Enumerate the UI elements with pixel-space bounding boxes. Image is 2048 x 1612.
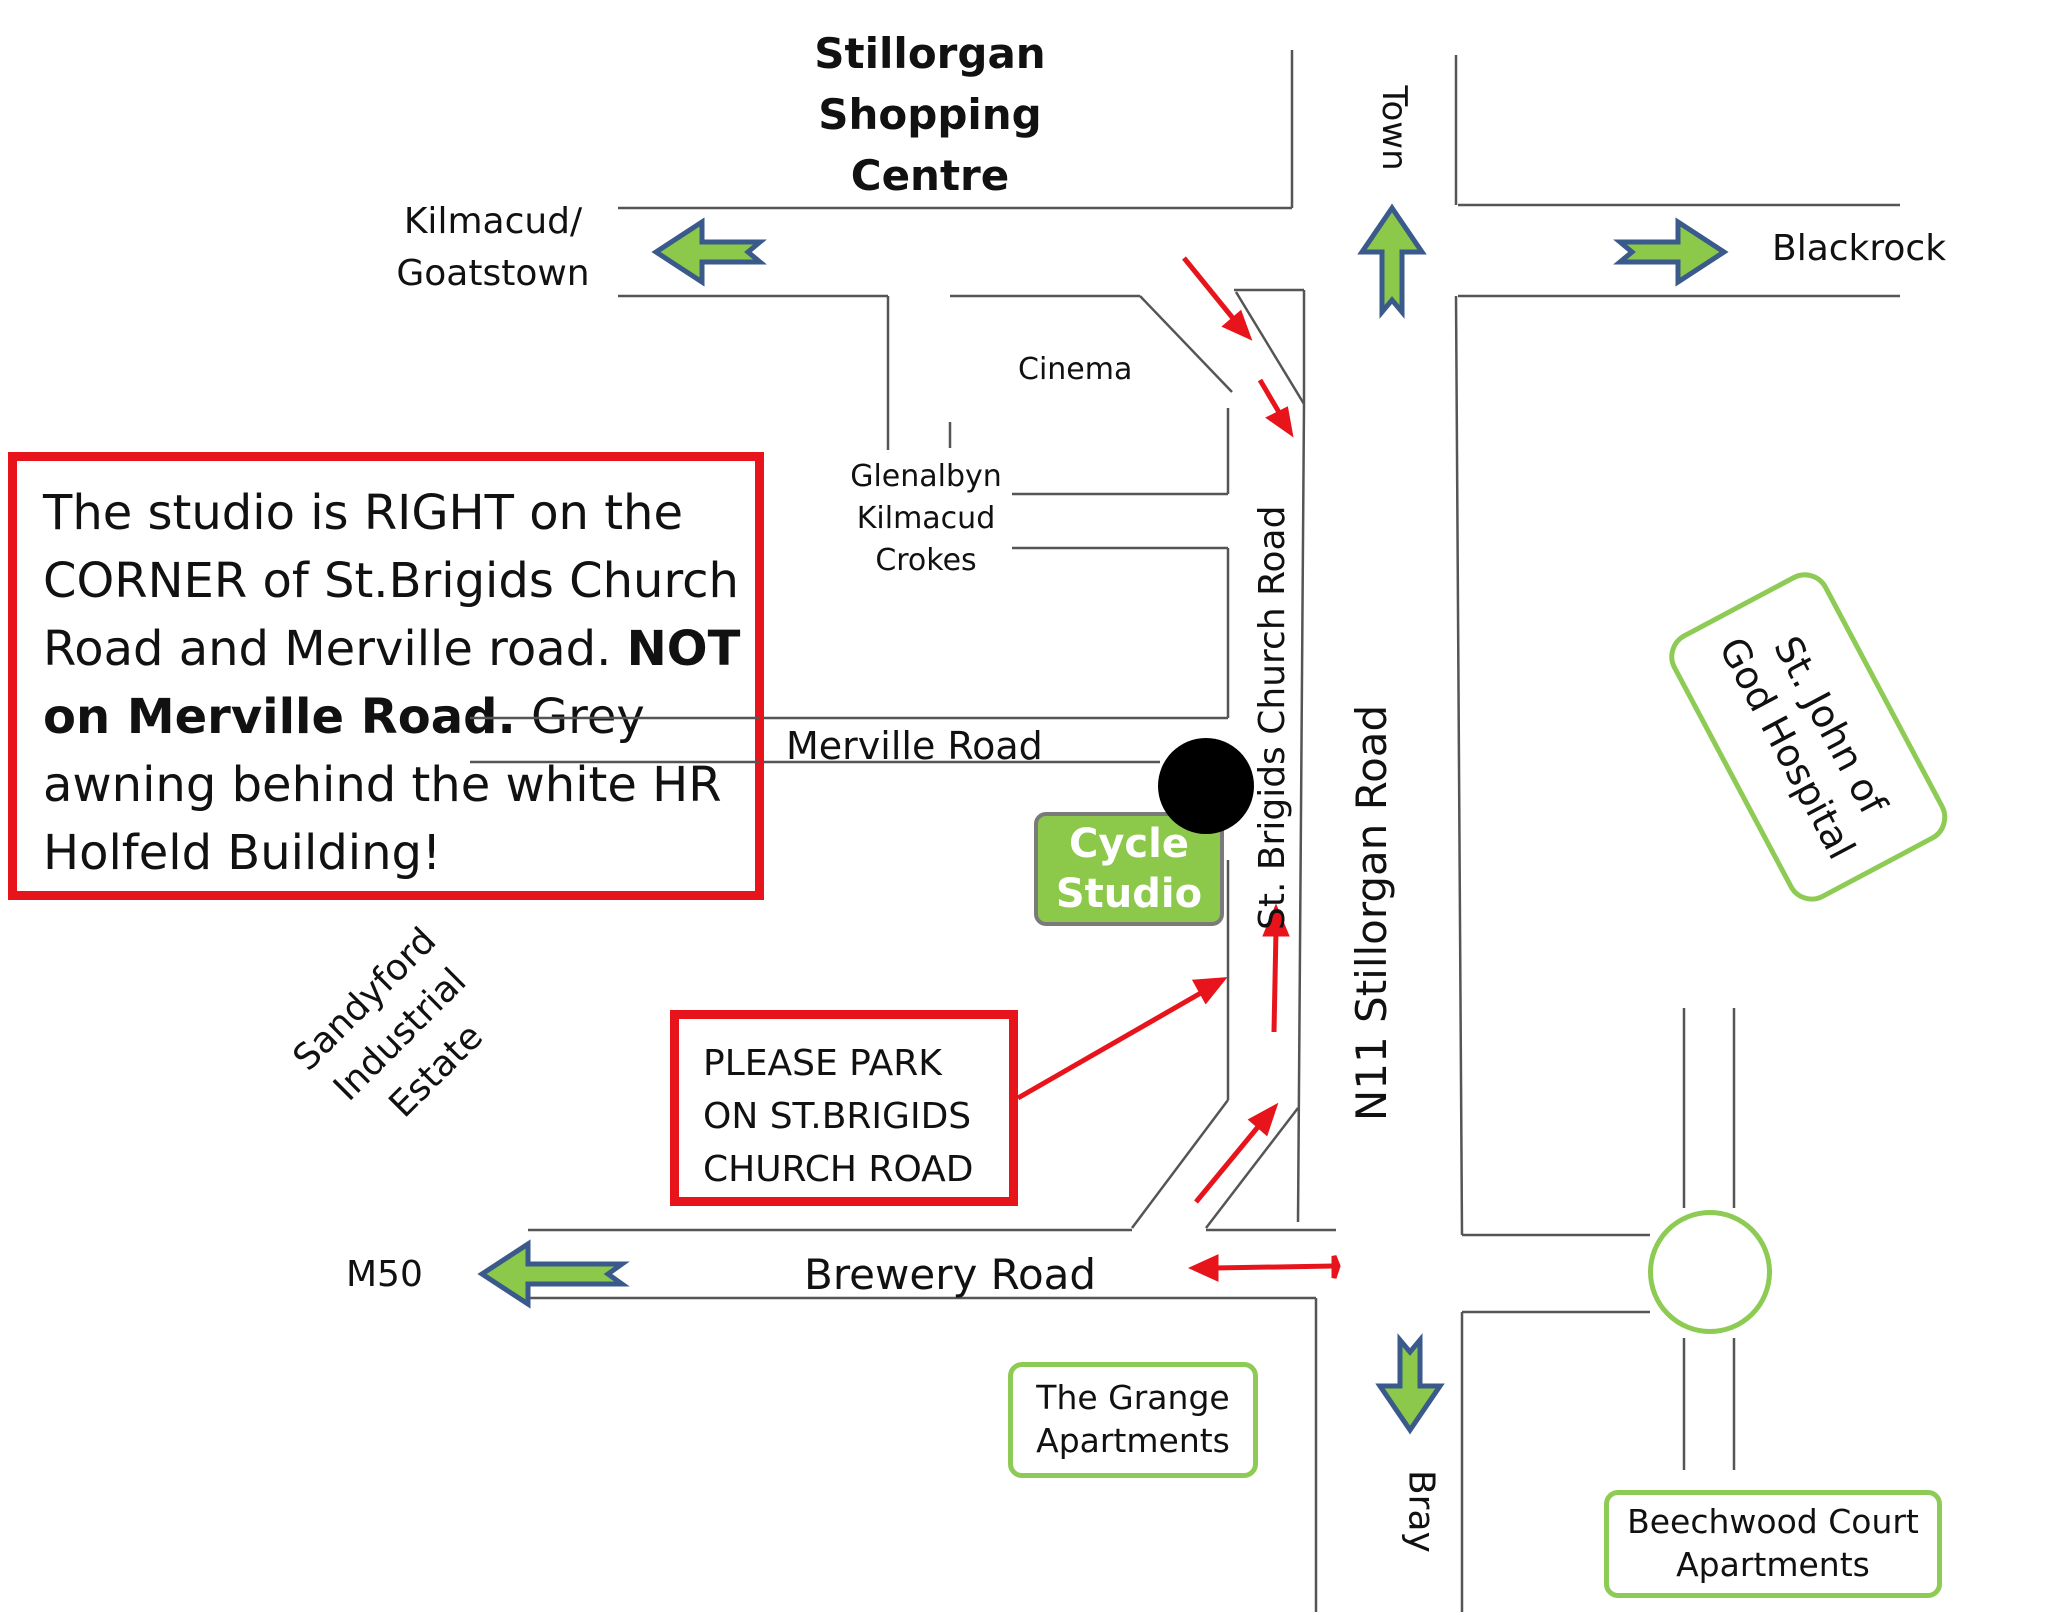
- notice-line6: Holfeld Building!: [43, 825, 442, 881]
- roundabout-icon: [1648, 1210, 1772, 1334]
- shopping-centre-line2: Shopping: [818, 89, 1042, 139]
- route-arrow-icon: [1016, 256, 1341, 1282]
- direction-arrow-icon: [477, 203, 1729, 1435]
- grange-line1: The Grange: [1036, 1378, 1230, 1418]
- merville-road-label: Merville Road: [786, 724, 1043, 768]
- arrow-north-town-icon: [1357, 203, 1427, 319]
- glenalbyn-label: Glenalbyn Kilmacud Crokes: [836, 456, 1016, 582]
- studio-line2: Studio: [1055, 871, 1203, 917]
- beechwood-apartments-box: Beechwood Court Apartments: [1604, 1490, 1942, 1598]
- grange-apartments-box: The Grange Apartments: [1008, 1362, 1258, 1478]
- kilmacud-label: Kilmacud/ Goatstown: [388, 196, 598, 300]
- shopping-centre-line1: Stillorgan: [814, 29, 1046, 78]
- arrow-west-m50-icon: [477, 1239, 630, 1309]
- notice-line3-text: Road and Merville road.: [43, 621, 627, 677]
- bray-label: Bray: [1400, 1469, 1442, 1553]
- glenalbyn-line2: Kilmacud: [856, 501, 996, 536]
- notice-line4-text: Grey: [515, 689, 645, 745]
- grange-line2: Apartments: [1036, 1421, 1230, 1460]
- parking-notice-box: PLEASE PARK ON ST.BRIGIDS CHURCH ROAD: [670, 1010, 1018, 1206]
- brewery-road-label: Brewery Road: [804, 1250, 1097, 1299]
- st-brigids-road-label: St. Brigids Church Road: [1252, 505, 1293, 930]
- notice-text: The studio is RIGHT on the CORNER of St.…: [43, 479, 740, 887]
- shopping-centre-label: Stillorgan Shopping Centre: [800, 24, 1060, 207]
- arrow-east-blackrock-icon: [1613, 217, 1729, 287]
- parking-line3: CHURCH ROAD: [703, 1149, 974, 1190]
- notice-line4-bold: on Merville Road.: [43, 689, 516, 745]
- notice-line5: awning behind the white HR: [43, 757, 722, 813]
- location-dot-icon: [1158, 738, 1254, 834]
- studio-line1: Cycle: [1069, 821, 1189, 867]
- notice-line2: CORNER of St.Brigids Church: [43, 553, 739, 609]
- notice-line3-bold: NOT: [626, 621, 741, 677]
- glenalbyn-line3: Crokes: [875, 543, 977, 578]
- parking-text: PLEASE PARK ON ST.BRIGIDS CHURCH ROAD: [703, 1037, 974, 1196]
- arrow-south-bray-icon: [1375, 1333, 1445, 1435]
- parking-line1: PLEASE PARK: [703, 1043, 942, 1084]
- notice-box: The studio is RIGHT on the CORNER of St.…: [8, 452, 764, 900]
- town-label: Town: [1374, 85, 1415, 171]
- kilmacud-line1: Kilmacud/: [403, 201, 583, 242]
- m50-label: M50: [346, 1254, 423, 1295]
- cinema-label: Cinema: [1018, 352, 1133, 387]
- arrow-west-kilmacud-icon: [651, 217, 767, 287]
- blackrock-label: Blackrock: [1772, 228, 1947, 269]
- notice-line3: Road and Merville road. NOT: [43, 615, 740, 683]
- kilmacud-line2: Goatstown: [396, 253, 590, 295]
- beechwood-line2: Apartments: [1676, 1545, 1870, 1584]
- road-lines: [528, 50, 1900, 1612]
- shopping-centre-line3: Centre: [850, 150, 1010, 200]
- beechwood-line1: Beechwood Court: [1627, 1502, 1919, 1542]
- parking-line2: ON ST.BRIGIDS: [703, 1096, 972, 1137]
- glenalbyn-line1: Glenalbyn: [850, 459, 1002, 494]
- notice-line1: The studio is RIGHT on the: [43, 485, 684, 541]
- notice-line4: on Merville Road. Grey: [43, 683, 740, 751]
- n11-road-label: N11 Stillorgan Road: [1347, 704, 1396, 1122]
